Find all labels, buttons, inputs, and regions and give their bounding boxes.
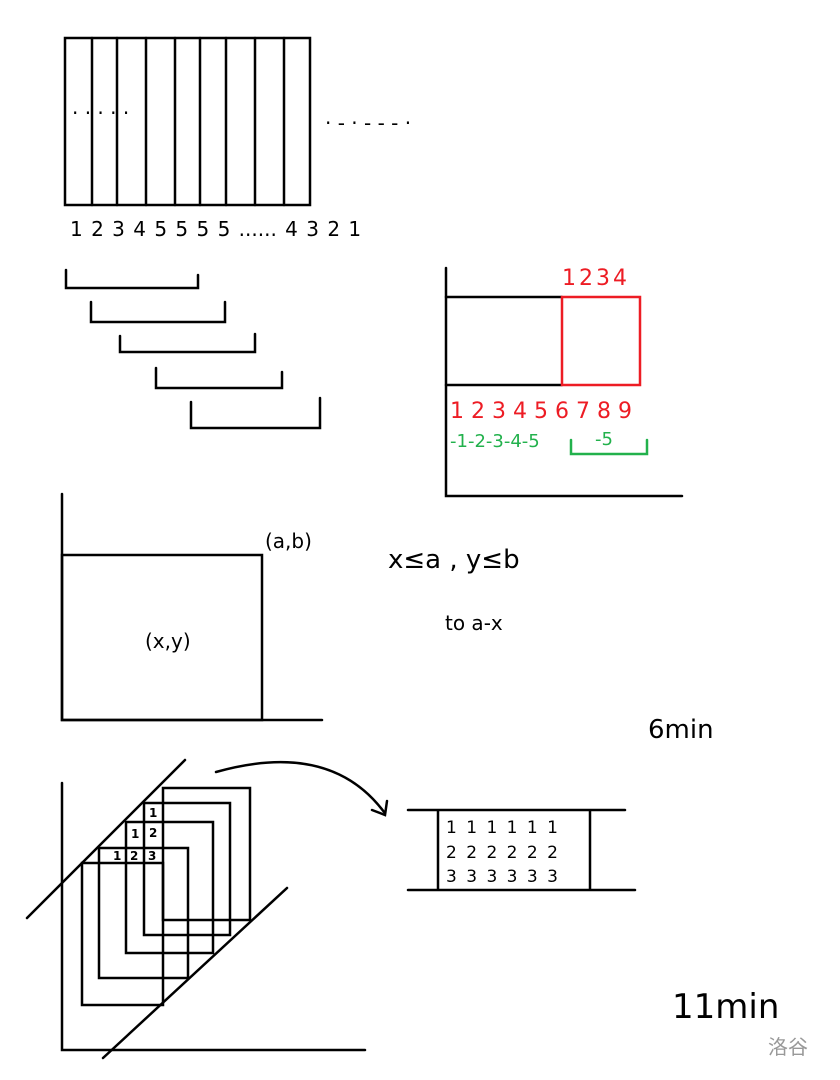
time-6min: 6min — [648, 715, 714, 745]
cell-label: 1 — [113, 849, 121, 863]
cell-label: 2 — [149, 826, 157, 840]
array-dots: · · · · · — [72, 101, 129, 125]
table-row-3: 3 3 3 3 3 3 — [446, 867, 558, 887]
continuation-dashes: · - · - - - · — [325, 111, 411, 135]
sequence-label: 1 2 3 4 5 5 5 5 ...... 4 3 2 1 — [70, 217, 361, 241]
bottom-diagram: 1 1 2 1 2 3 1 1 1 1 1 1 2 2 2 2 2 2 3 3 … — [25, 758, 779, 1060]
cell-label: 2 — [130, 849, 138, 863]
time-11min: 11min — [672, 987, 779, 1027]
green-bracket-label: -5 — [595, 429, 613, 450]
watermark: 洛谷 — [768, 1035, 808, 1059]
cell-label: 1 — [149, 806, 157, 820]
red-bottom-numbers: 123456789 — [450, 399, 639, 424]
corner-label: (a,b) — [265, 529, 312, 553]
right-diagram: 1234 123456789 -1-2-3-4-5 -5 — [444, 266, 684, 498]
red-top-numbers: 1234 — [562, 266, 630, 291]
table-row-2: 2 2 2 2 2 2 — [446, 843, 558, 863]
middle-diagram: (a,b) (x,y) x≤a , y≤b to a-x 6min — [60, 492, 714, 745]
top-array: · · · · · · - · - - - · 1 2 3 4 5 5 5 5 … — [63, 36, 411, 241]
condition-text: x≤a , y≤b — [388, 545, 520, 575]
table-row-1: 1 1 1 1 1 1 — [446, 818, 558, 838]
green-deltas: -1-2-3-4-5 — [450, 431, 540, 452]
point-label: (x,y) — [145, 629, 191, 653]
cell-label: 3 — [148, 849, 156, 863]
cell-label: 1 — [131, 827, 139, 841]
note-text: to a-x — [445, 611, 503, 635]
sliding-brackets — [64, 268, 322, 430]
